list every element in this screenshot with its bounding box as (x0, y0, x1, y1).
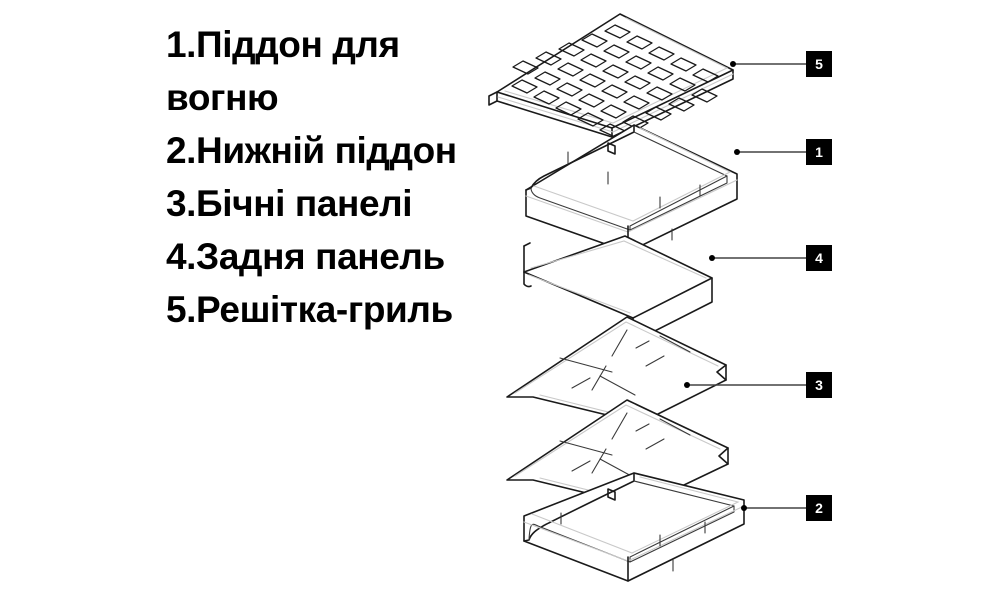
leader-line-2 (741, 505, 806, 511)
parts-list-item-5: 5.Решітка-гриль (166, 289, 453, 330)
leader-line-4 (709, 255, 806, 261)
component-bottom-tray (523, 472, 745, 582)
parts-list: 1.Піддон для вогню 2.Нижній піддон 3.Біч… (166, 18, 566, 336)
callout-badge-2[interactable]: 2 (806, 495, 832, 521)
grate-perforations (511, 24, 719, 138)
component-back-panel (523, 235, 713, 343)
component-fire-tray (525, 124, 738, 253)
callout-badge-3[interactable]: 3 (806, 372, 832, 398)
callout-badge-1[interactable]: 1 (806, 139, 832, 165)
leader-line-1 (734, 149, 806, 155)
component-side-panel-upper (506, 316, 727, 424)
callout-badge-5[interactable]: 5 (806, 51, 832, 77)
component-grill-grate (488, 13, 734, 138)
side-panel-star-cut (559, 329, 691, 411)
parts-list-item-2: 2.Нижній піддон (166, 130, 457, 171)
leader-line-5 (730, 61, 806, 67)
parts-list-item-3: 3.Бічні панелі (166, 183, 413, 224)
callout-badge-4[interactable]: 4 (806, 245, 832, 271)
leader-line-3 (684, 382, 806, 388)
parts-list-item-4: 4.Задня панель (166, 236, 445, 277)
parts-list-item-1: 1.Піддон для вогню (166, 24, 400, 118)
